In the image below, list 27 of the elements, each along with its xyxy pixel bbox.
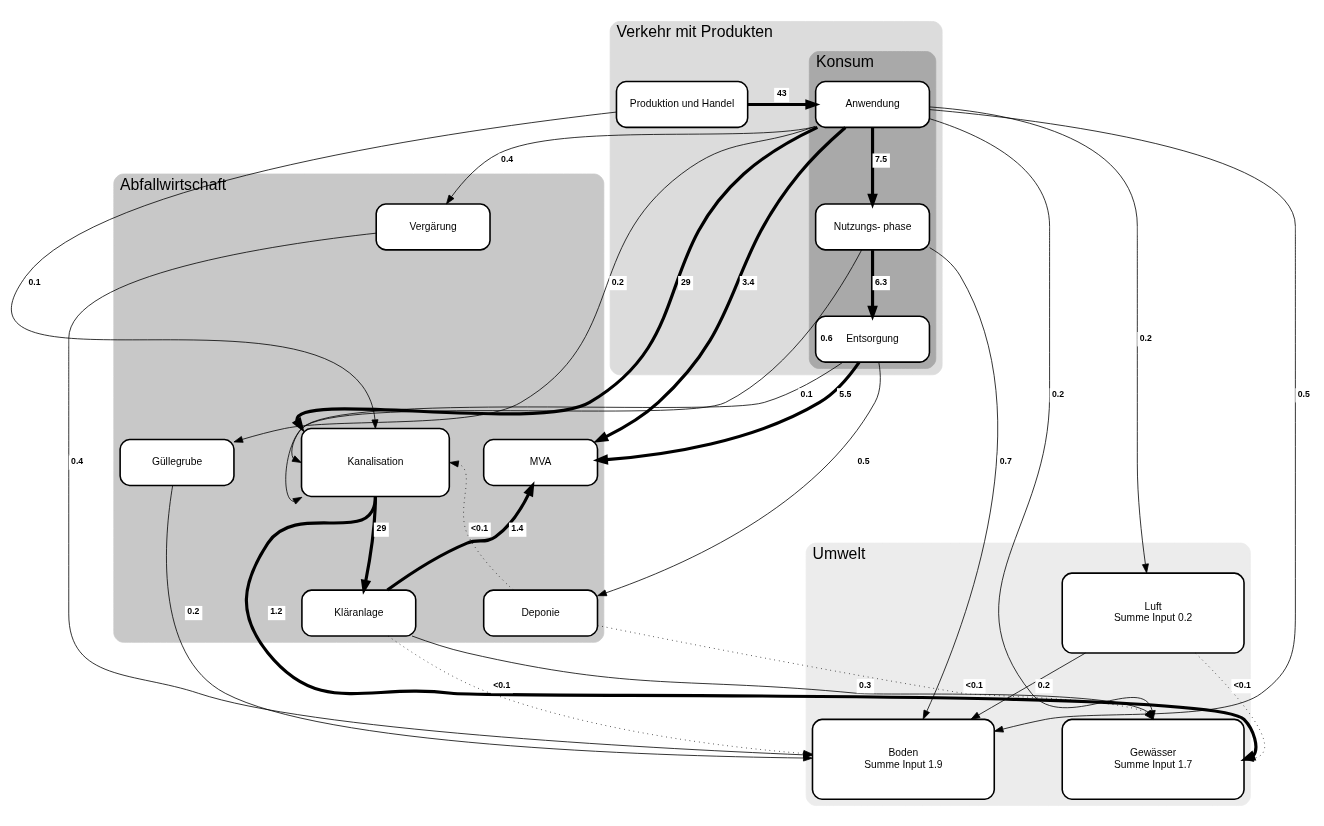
edge-label: 6.3	[874, 276, 887, 287]
edge-label: <0.1	[1233, 679, 1251, 690]
edge-label: 0.2	[611, 276, 624, 287]
edge-label: 7.5	[874, 153, 887, 164]
edge-label: 29	[376, 522, 387, 533]
edge-label: 5.5	[839, 388, 852, 399]
edge-label: 0.2	[1037, 679, 1050, 690]
edge-label: 1.2	[270, 605, 283, 616]
edge-label: 1.4	[511, 522, 524, 533]
edge-label: 43	[776, 87, 787, 98]
edge-label: 0.7	[999, 455, 1012, 466]
edge-label: 0.2	[1051, 388, 1065, 399]
edge-label: 0.3	[859, 679, 872, 690]
edge-label: <0.1	[471, 522, 489, 533]
edge-label: 0.2	[1139, 332, 1152, 343]
edge-label: 0.2	[187, 605, 200, 616]
edge-label: 0.1	[28, 276, 41, 287]
edge-label: 0.5	[1297, 388, 1310, 399]
edge-label: 0.5	[857, 455, 870, 466]
edge-label: 0.1	[800, 388, 813, 399]
edge-label: 0.4	[71, 455, 84, 466]
edge-label: 3.4	[742, 276, 755, 287]
edge-label: <0.1	[493, 679, 511, 690]
edge-label: 29	[680, 276, 691, 287]
edge-label: 0.6	[820, 332, 833, 343]
edge-label: <0.1	[965, 679, 983, 690]
edge-label: 0.4	[501, 153, 514, 164]
